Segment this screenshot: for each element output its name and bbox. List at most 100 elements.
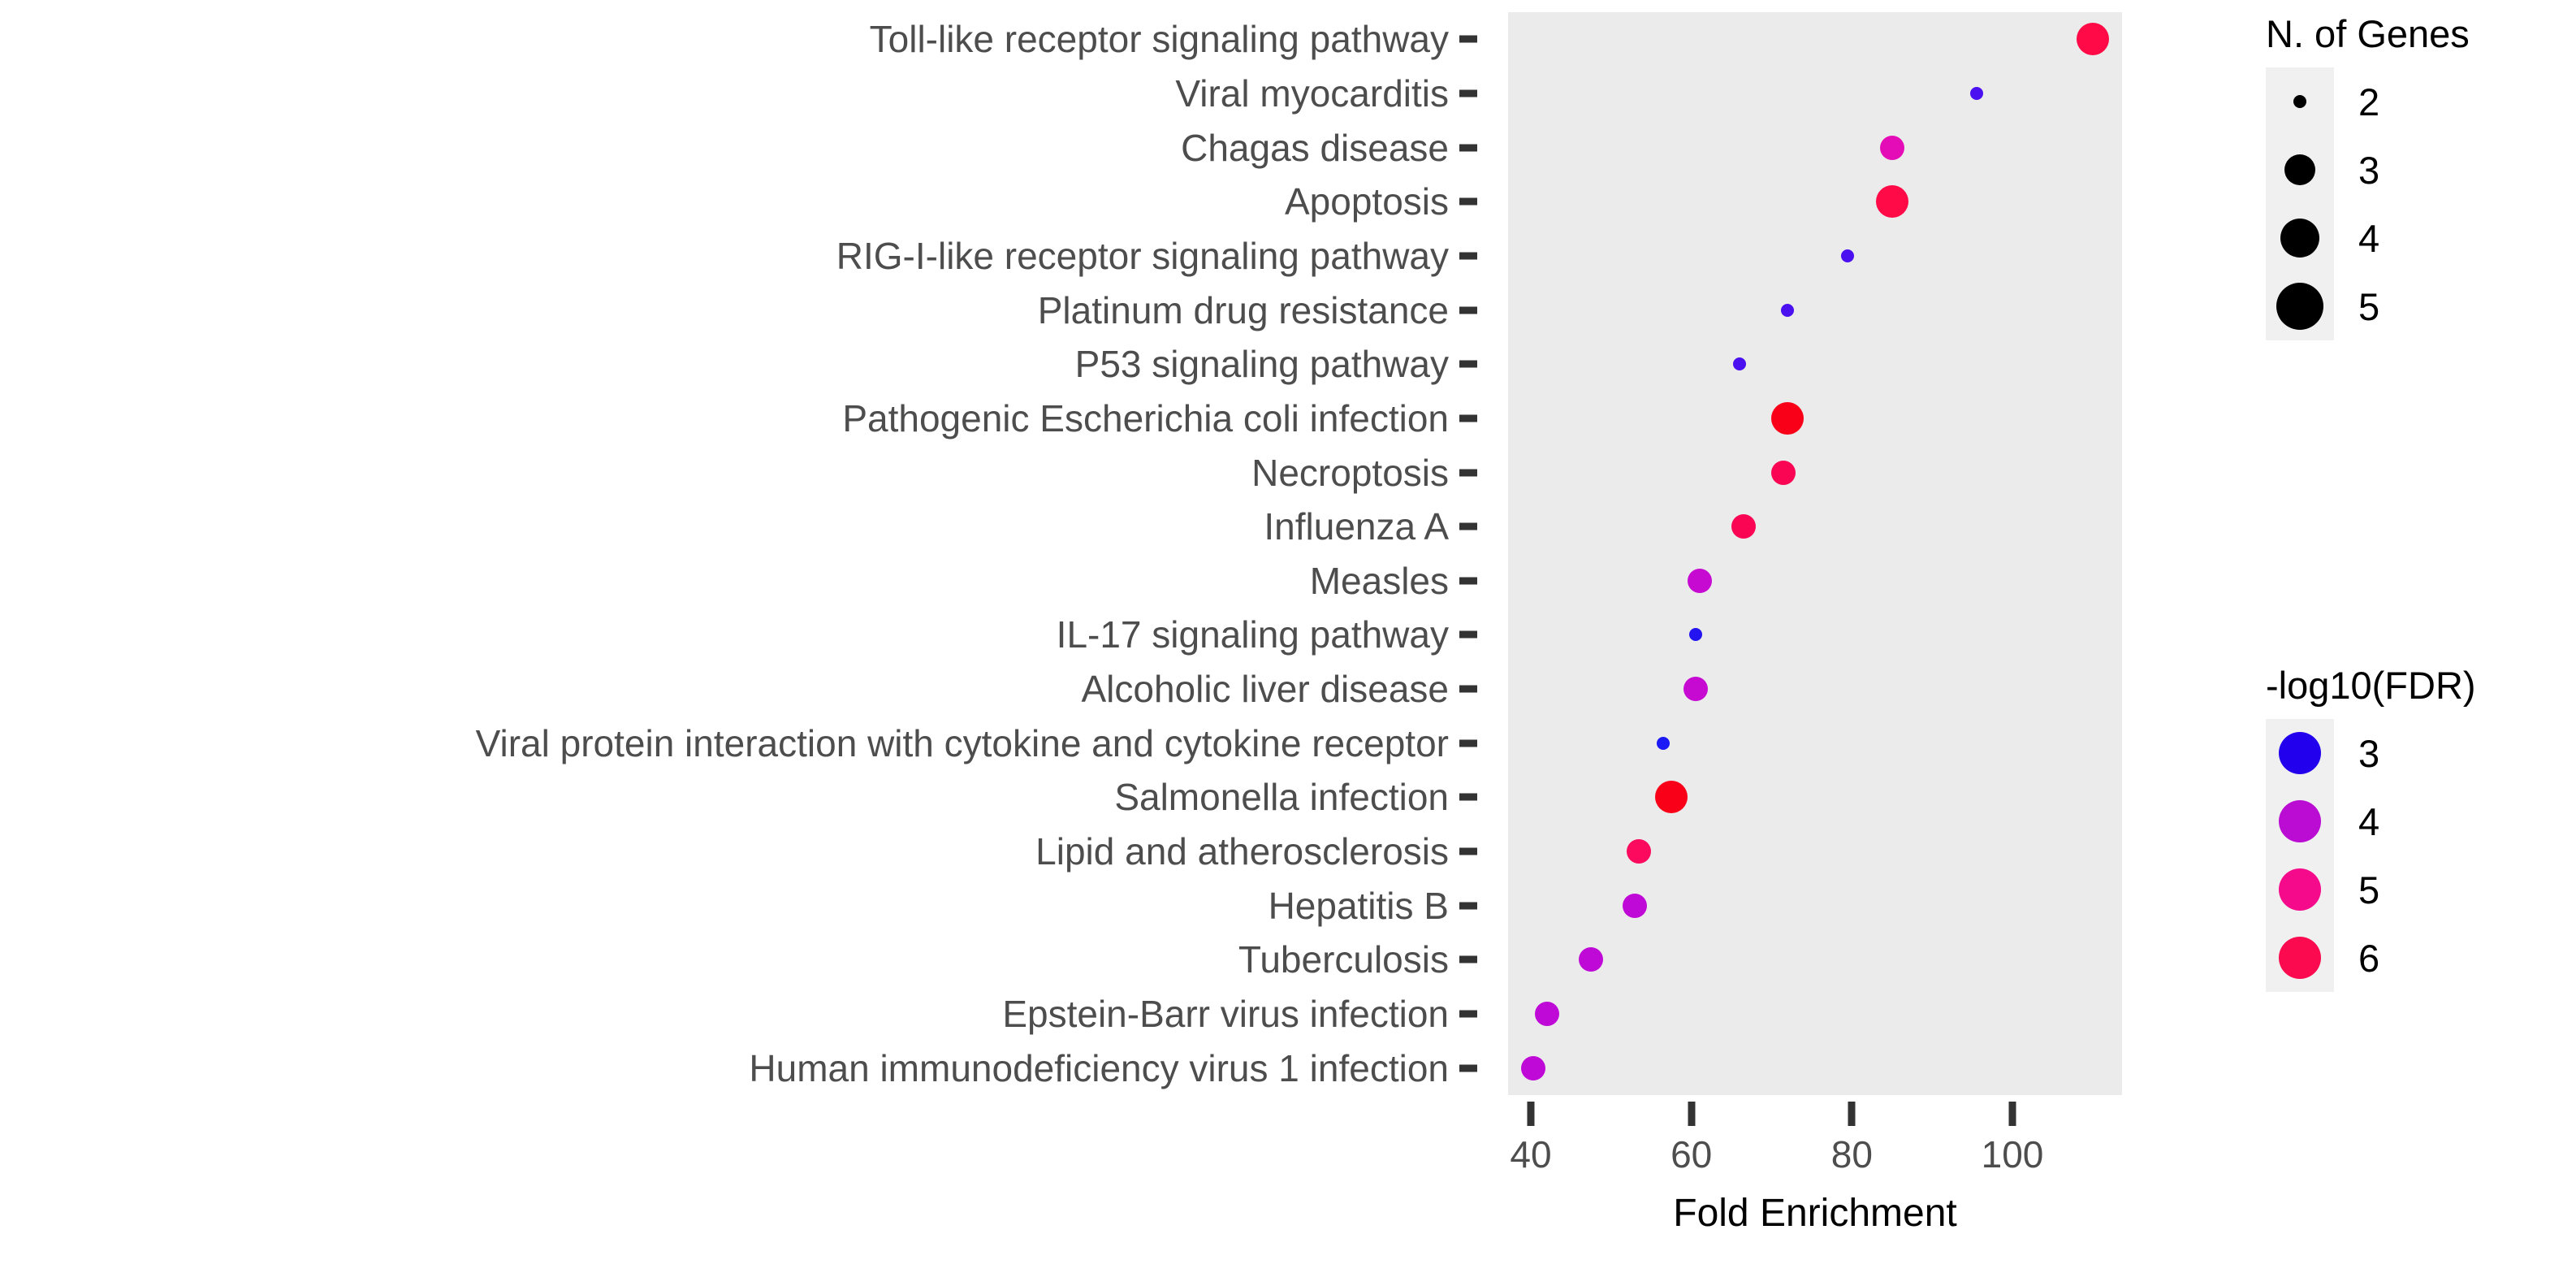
y-axis-tick [1459, 360, 1477, 368]
y-axis-label: Epstein-Barr virus infection [1002, 993, 1449, 1036]
legend-key-label: 5 [2358, 284, 2380, 328]
legend-key-label: 3 [2358, 731, 2380, 775]
data-point[interactable] [1771, 460, 1796, 485]
legend-key-dot-icon [2279, 732, 2321, 774]
y-axis-tick [1459, 197, 1477, 206]
y-axis-label: Hepatitis B [1268, 884, 1449, 927]
y-axis-label: Toll-like receptor signaling pathway [869, 18, 1449, 61]
plot-panel [1508, 12, 2122, 1095]
x-axis-tick-label: 80 [1830, 1133, 1873, 1176]
legend-n-of-genes: N. of Genes 2 3 4 5 [2266, 15, 2470, 340]
data-point[interactable] [1731, 514, 1756, 539]
legend-key-swatch [2266, 719, 2334, 787]
data-point[interactable] [1654, 781, 1688, 814]
legend-key-swatch [2266, 855, 2334, 924]
data-point[interactable] [1687, 568, 1712, 593]
legend-key-swatch [2266, 924, 2334, 992]
legend-key-dot-icon [2276, 283, 2323, 330]
legend-row[interactable]: 4 [2266, 787, 2476, 855]
data-point[interactable] [1841, 249, 1855, 262]
x-axis-tick [2008, 1102, 2016, 1126]
y-axis-label: Necroptosis [1251, 451, 1449, 494]
legend-key-swatch [2266, 272, 2334, 340]
data-point[interactable] [1683, 677, 1708, 702]
legend-key-dot-icon [2279, 937, 2321, 979]
legend-key-dot-icon [2280, 219, 2319, 258]
y-axis-label: Measles [1309, 559, 1449, 602]
y-axis-label: Pathogenic Escherichia coli infection [842, 396, 1449, 439]
legend-key-dot-icon [2284, 154, 2315, 185]
legend-row[interactable]: 5 [2266, 855, 2476, 924]
data-point[interactable] [1520, 1055, 1545, 1080]
y-axis-tick [1459, 739, 1477, 747]
y-axis-label: Apoptosis [1284, 180, 1449, 223]
legend-row[interactable]: 4 [2266, 204, 2470, 272]
data-point[interactable] [1781, 303, 1795, 317]
x-axis-tick-label: 60 [1671, 1133, 1713, 1176]
legend-n-of-genes-keys: 2 3 4 5 [2266, 67, 2470, 340]
y-axis-label: Alcoholic liver disease [1081, 668, 1449, 711]
legend-row[interactable]: 3 [2266, 719, 2476, 787]
legend-neglog10-fdr-keys: 3 4 5 6 [2266, 719, 2476, 992]
data-point[interactable] [1579, 947, 1604, 972]
legend-row[interactable]: 3 [2266, 136, 2470, 204]
data-point[interactable] [1623, 893, 1648, 918]
legend-key-label: 3 [2358, 148, 2380, 192]
y-axis-label: P53 signaling pathway [1074, 343, 1449, 386]
legend-n-of-genes-title: N. of Genes [2266, 12, 2470, 55]
legend-key-label: 4 [2358, 799, 2380, 843]
y-axis-tick [1459, 902, 1477, 910]
y-axis-tick [1459, 1010, 1477, 1018]
y-axis-tick [1459, 522, 1477, 530]
legend-key-swatch [2266, 136, 2334, 204]
data-point[interactable] [1534, 1002, 1559, 1027]
data-point[interactable] [1688, 628, 1702, 642]
legend-key-swatch [2266, 67, 2334, 136]
y-axis-tick [1459, 955, 1477, 963]
y-axis-tick [1459, 414, 1477, 422]
legend-key-label: 2 [2358, 80, 2380, 123]
legend-key-label: 4 [2358, 216, 2380, 260]
x-axis-title: Fold Enrichment [1673, 1192, 1957, 1235]
legend-key-dot-icon [2279, 800, 2321, 842]
data-point[interactable] [1627, 839, 1652, 864]
data-point[interactable] [2076, 23, 2109, 56]
y-axis-tick [1459, 685, 1477, 693]
data-point[interactable] [1771, 401, 1804, 435]
y-axis-tick [1459, 630, 1477, 639]
y-axis-label: IL-17 signaling pathway [1056, 613, 1449, 656]
y-axis-label: Chagas disease [1181, 126, 1449, 169]
y-axis-tick [1459, 89, 1477, 97]
legend-key-swatch [2266, 787, 2334, 855]
legend-row[interactable]: 6 [2266, 924, 2476, 992]
data-point[interactable] [1875, 185, 1908, 219]
y-axis-tick [1459, 252, 1477, 260]
x-axis-tick-label: 40 [1510, 1133, 1552, 1176]
x-axis-tick [1527, 1102, 1535, 1126]
y-axis-tick [1459, 144, 1477, 152]
y-axis-tick [1459, 847, 1477, 855]
legend-key-label: 5 [2358, 868, 2380, 911]
y-axis-label: Viral protein interaction with cytokine … [475, 721, 1449, 764]
y-axis-tick [1459, 577, 1477, 585]
legend-key-dot-icon [2293, 95, 2306, 108]
x-axis-tick [1848, 1102, 1856, 1126]
y-axis-label: Platinum drug resistance [1037, 288, 1449, 331]
data-point[interactable] [1657, 736, 1671, 750]
y-axis-tick [1459, 1064, 1477, 1072]
legend-row[interactable]: 2 [2266, 67, 2470, 136]
data-point[interactable] [1879, 135, 1904, 160]
y-axis-label: Human immunodeficiency virus 1 infection [749, 1046, 1449, 1089]
y-axis-tick [1459, 469, 1477, 477]
legend-row[interactable]: 5 [2266, 272, 2470, 340]
data-point[interactable] [1732, 357, 1746, 371]
y-axis-tick [1459, 306, 1477, 314]
legend-key-dot-icon [2279, 868, 2321, 911]
data-point[interactable] [1969, 86, 1983, 100]
legend-neglog10-fdr-title: -log10(FDR) [2266, 664, 2476, 707]
legend-key-label: 6 [2358, 936, 2380, 980]
y-axis-tick [1459, 793, 1477, 801]
y-axis-label: Viral myocarditis [1175, 71, 1449, 115]
y-axis-label: Salmonella infection [1114, 776, 1449, 819]
